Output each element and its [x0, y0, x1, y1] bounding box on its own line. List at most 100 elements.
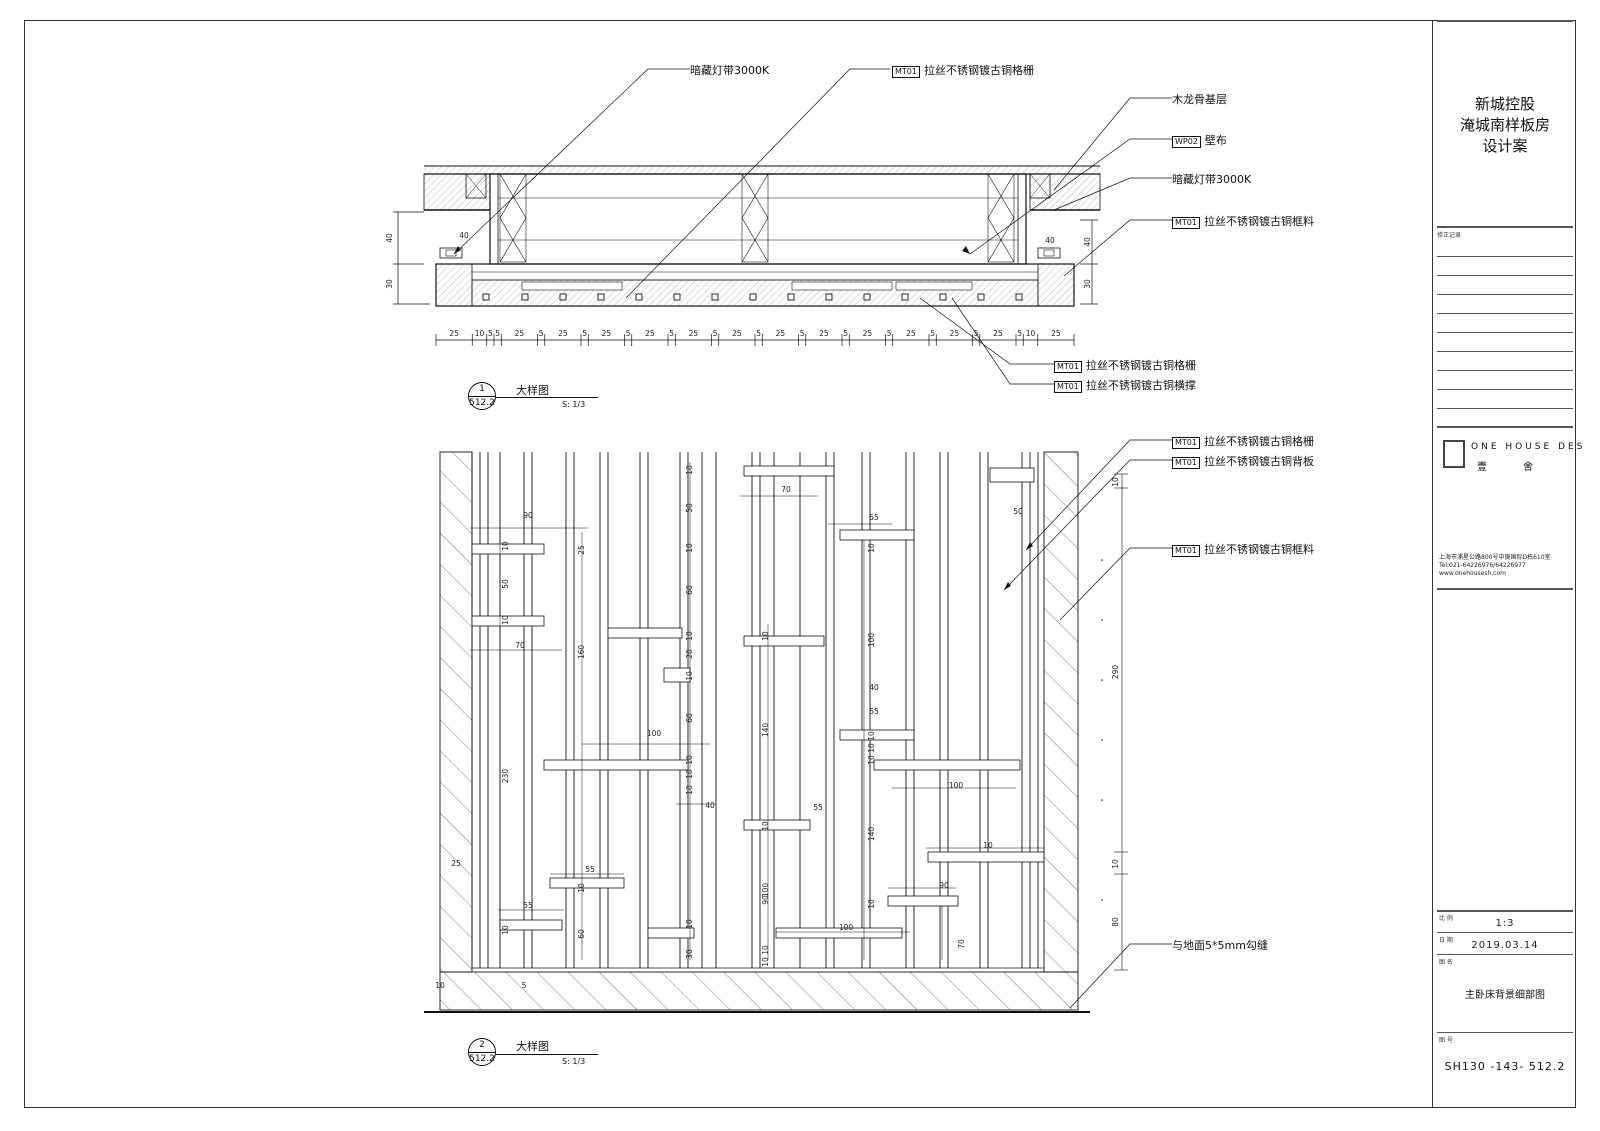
bottom-dimension-label: 10: [1026, 329, 1036, 338]
elevation-dimension-label: 55: [585, 865, 595, 874]
elevation-dimension-label: 230: [501, 769, 510, 784]
drawing-title: 主卧床背景细部图: [1465, 990, 1545, 1001]
elevation-dimension-label: 30: [685, 949, 694, 959]
drawing-frame: [24, 20, 1576, 1108]
bottom-dimension-label: 5: [843, 329, 848, 338]
detail-2-underline: [496, 1054, 598, 1055]
project-name: 新城控股 淹城南样板房 设计案: [1459, 95, 1550, 155]
elevation-dimension-label: 60: [685, 713, 694, 723]
elevation-dimension-label: 10: [501, 541, 510, 551]
bottom-dimension-label: 5: [800, 329, 805, 338]
bottom-dimension-label: 5: [713, 329, 718, 338]
scale-label: 比 例: [1439, 915, 1453, 922]
elevation-dimension-label: 25: [577, 545, 586, 555]
elevation-dimension-label: 25: [451, 859, 461, 868]
elevation-dimension-label: 10: [685, 631, 694, 641]
elevation-dimension-label: 10: [685, 671, 694, 681]
callout-timber-keel: 木龙骨基层: [1172, 93, 1227, 106]
elevation-dimension-label: 10: [761, 945, 770, 955]
elevation-dimension-label: 140: [761, 723, 770, 738]
material-tag: MT01: [1172, 457, 1200, 469]
elevation-dimension-label: 90: [939, 881, 949, 890]
elevation-dimension-label: 100: [647, 729, 662, 738]
left-dimension-label: 30: [385, 279, 394, 289]
elevation-dimension-label: 10: [867, 899, 876, 909]
detail-1-section: [393, 165, 1101, 346]
material-tag: MT01: [1172, 437, 1200, 449]
elevation-dimension-label: 20: [685, 649, 694, 659]
bottom-dimension-label: 25: [645, 329, 655, 338]
elevation-dimension-label: 50: [685, 503, 694, 513]
company-address: 上海市浦星公路800号中庚国际D栋610室 Tel:021-64226976/6…: [1439, 554, 1551, 577]
bottom-dimension-label: 5: [1017, 329, 1022, 338]
detail-2-symbol: 2 512.2: [468, 1038, 496, 1066]
right-dimension-label: 40: [1083, 237, 1092, 247]
detail-1-underline: [496, 397, 598, 398]
detail-1-leaders: [453, 68, 1172, 385]
elevation-dimension-label: 70: [515, 641, 525, 650]
elevation-dimension-label: 10: [685, 769, 694, 779]
material-tag: WP02: [1172, 136, 1201, 148]
right-dimension-label: 80: [1111, 917, 1120, 927]
elevation-dimension-label: 55: [523, 901, 533, 910]
right-dimension-label: 30: [1083, 279, 1092, 289]
elevation-dimension-label: 100: [867, 633, 876, 648]
bottom-dimension-label: 5: [887, 329, 892, 338]
date-value: 2019.03.14: [1471, 940, 1539, 951]
callout-floor-joint: 与地面5*5mm勾缝: [1172, 939, 1268, 952]
elevation-dimension-label: 60: [685, 585, 694, 595]
elevation-dimension-label: 100: [949, 781, 964, 790]
bottom-dimension-label: 25: [950, 329, 960, 338]
elevation-dimension-label: 10: [983, 841, 993, 850]
bottom-dimension-label: 5: [974, 329, 979, 338]
elevation-dimension-label: 10: [685, 543, 694, 553]
elevation-dimension-label: 10: [501, 925, 510, 935]
light-dimension-label: 40: [459, 231, 469, 240]
bottom-dimension-label: 5: [495, 329, 500, 338]
elevation-dimension-label: 40: [869, 683, 879, 692]
bottom-dimension-label: 25: [558, 329, 568, 338]
light-dimension-label: 40: [1045, 236, 1055, 245]
callout-hidden-light-2: 暗藏灯带3000K: [1172, 173, 1252, 186]
bottom-dimension-label: 25: [819, 329, 829, 338]
date-label: 日 期: [1439, 937, 1453, 944]
elevation-dimension-label: 70: [781, 485, 791, 494]
elevation-dimension-label: 100: [839, 923, 854, 932]
elevation-dimension-label: 10: [867, 755, 876, 765]
elevation-dimension-label: 160: [577, 645, 586, 660]
bottom-dimension-label: 25: [1051, 329, 1061, 338]
bottom-dimension-label: 25: [863, 329, 873, 338]
material-tag: MT01: [1172, 545, 1200, 557]
logo-mark-icon: [1443, 440, 1465, 468]
elevation-dimension-label: 10: [435, 981, 445, 990]
drawing-number-label: 图 号: [1439, 1037, 1453, 1044]
detail-2-elevation: [424, 451, 1128, 1013]
elevation-dimension-label: 10: [685, 755, 694, 765]
title-block: 新城控股 淹城南样板房 设计案 修正记录 ONE HOUSE DES 壹舍 上海…: [1432, 20, 1582, 1108]
revision-label: 修正记录: [1437, 232, 1462, 239]
elevation-dimension-label: 90: [523, 511, 533, 520]
elevation-dimension-label: 10: [867, 743, 876, 753]
bottom-dimension-label: 25: [906, 329, 916, 338]
elevation-dimension-label: 140: [867, 827, 876, 842]
bottom-dimension-label: 25: [993, 329, 1003, 338]
elevation-dimension-label: 55: [869, 707, 879, 716]
scale-value: 1:3: [1495, 918, 1515, 929]
elevation-dimension-label: 5: [522, 981, 527, 990]
detail-2-scale: S: 1/3: [562, 1057, 586, 1066]
bottom-dimension-label: 25: [515, 329, 525, 338]
elevation-dimension-label: 10: [761, 821, 770, 831]
detail-2-title: 大样图: [516, 1040, 549, 1053]
elevation-dimension-label: 40: [705, 801, 715, 810]
left-dimension-label: 40: [385, 233, 394, 243]
drawing-name-label: 图 名: [1439, 959, 1453, 966]
elevation-dimension-label: 10: [685, 785, 694, 795]
